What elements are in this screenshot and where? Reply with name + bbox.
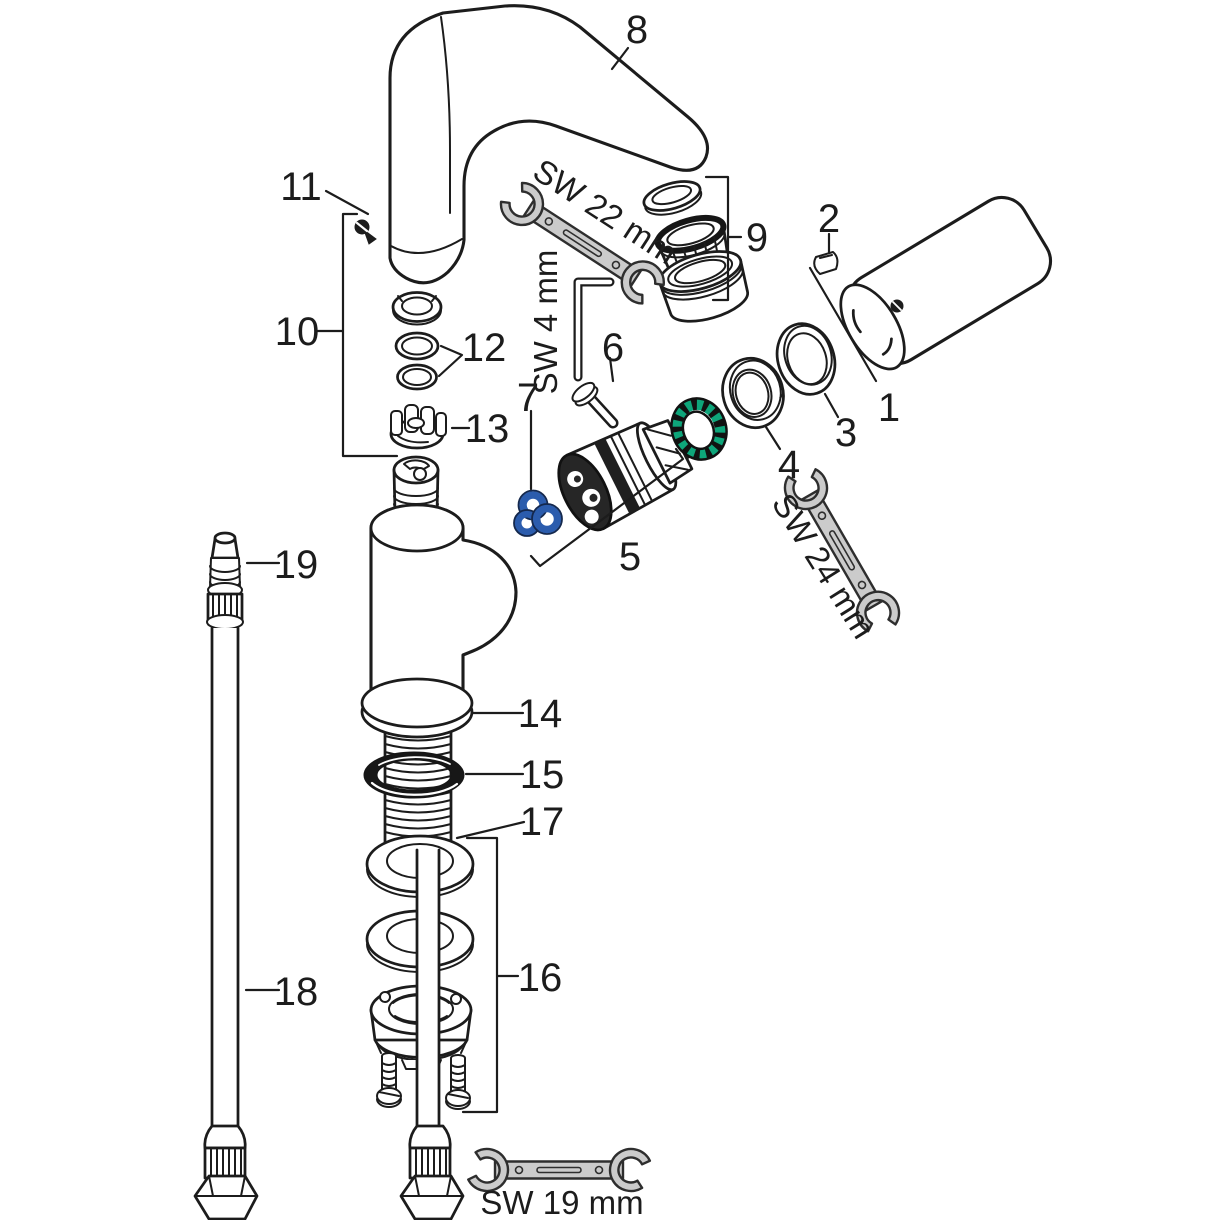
handle-trim-ring [775, 322, 837, 396]
callout-lines [244, 46, 878, 1114]
leader-1 [808, 266, 878, 383]
bracket-5 [529, 447, 685, 568]
part-label-19: 19 [274, 543, 319, 587]
part-label-7: 7 [517, 376, 539, 420]
fixing-screw-left [376, 1052, 402, 1108]
leader-3 [823, 392, 840, 419]
shank-seal-ring [363, 751, 465, 799]
part-label-13: 13 [465, 407, 510, 451]
part-label-16: 16 [518, 956, 563, 1000]
aerator-sleeve [658, 250, 750, 323]
hose-hex-nut [193, 1174, 259, 1220]
bracket-10 [315, 212, 399, 458]
part-label-6: 6 [602, 326, 624, 370]
pipe-neck [408, 1124, 452, 1150]
hose-connector-top [206, 531, 244, 630]
hose-connector-bottom [193, 1124, 259, 1220]
faucet-body [360, 503, 518, 857]
part-label-11: 11 [280, 165, 322, 209]
spout-inner-edge [440, 16, 451, 214]
spout [388, 4, 710, 285]
part-label-4: 4 [778, 443, 800, 487]
part-label-1: 1 [878, 386, 900, 430]
pipe-hex-nut [399, 1174, 465, 1220]
part-label-10: 10 [275, 310, 320, 354]
grub-screw [354, 219, 377, 245]
handle-screw [571, 381, 619, 429]
supply-pipe-center [399, 848, 465, 1220]
part-number-labels: 8 11 10 12 13 9 2 1 3 4 6 7 5 19 14 15 1… [274, 8, 900, 1014]
leader-6 [608, 356, 615, 383]
bracket-16 [461, 836, 520, 1114]
base-flange [360, 677, 474, 739]
part-label-8: 8 [626, 8, 648, 52]
flexible-hose [193, 531, 259, 1220]
allen-key-sw4 [573, 277, 615, 382]
aerator-group [642, 180, 750, 323]
handle-clip [813, 251, 839, 275]
part-label-2: 2 [818, 197, 840, 241]
part-label-12: 12 [462, 326, 507, 370]
part-label-14: 14 [518, 692, 563, 736]
leader-12 [437, 344, 464, 378]
part-label-15: 15 [520, 753, 565, 797]
spout-leg-bottom-edge [390, 238, 463, 255]
tool-label-sw19: SW 19 mm [480, 1184, 643, 1220]
aerator-washer [642, 180, 703, 216]
cartridge-retainer-ring [721, 356, 785, 430]
bracket-9 [704, 175, 743, 302]
leader-8 [610, 46, 630, 71]
leader-4 [764, 425, 782, 451]
seal-gasket-blue [513, 489, 563, 537]
part-label-18: 18 [274, 970, 319, 1014]
fixing-screw-right [445, 1054, 471, 1110]
part-label-5: 5 [619, 535, 641, 579]
leader-17 [455, 820, 526, 840]
cartridge-nut-green [670, 397, 728, 461]
part-label-9: 9 [746, 216, 768, 260]
tool-label-sw4: SW 4 mm [527, 250, 564, 395]
part-label-17: 17 [520, 800, 565, 844]
handle-lever [839, 195, 1053, 371]
spout-seal-ring-stack [391, 291, 443, 391]
leader-11 [324, 189, 370, 216]
bearing-spacer [389, 404, 447, 450]
part-label-3: 3 [835, 411, 857, 455]
